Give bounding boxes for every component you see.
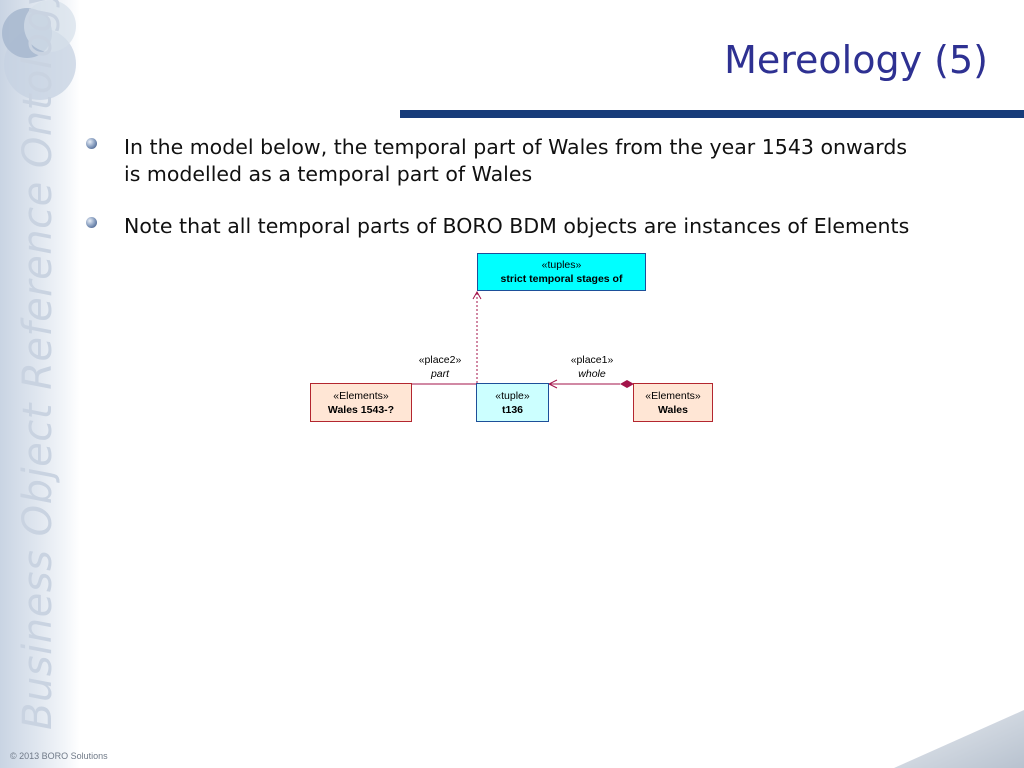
box-name: Wales 1543-? — [327, 404, 395, 416]
bullet-item: In the model below, the temporal part of… — [86, 134, 916, 188]
copyright-footer: © 2013 BORO Solutions — [10, 751, 108, 761]
bullet-icon — [86, 217, 97, 228]
stereotype-label: «tuple» — [495, 390, 530, 402]
wales-element-box: «Elements» Wales — [633, 383, 713, 422]
tuples-strict-temporal-stages-box: «tuples» strict temporal stages of — [477, 253, 646, 291]
stereotype-label: «Elements» — [333, 390, 389, 402]
composition-diamond — [620, 380, 634, 388]
bullet-text: In the model below, the temporal part of… — [124, 135, 908, 186]
bullet-text: Note that all temporal parts of BORO BDM… — [124, 214, 910, 238]
bullet-list: In the model below, the temporal part of… — [86, 134, 916, 265]
stereotype-label: «tuples» — [541, 259, 582, 271]
role-name: part — [430, 368, 450, 380]
slide-title: Mereology (5) — [724, 38, 988, 82]
t136-tuple-box: «tuple» t136 — [476, 383, 549, 422]
bullet-item: Note that all temporal parts of BORO BDM… — [86, 213, 916, 240]
wales-1543-element-box: «Elements» Wales 1543-? — [310, 383, 412, 422]
association-arrowhead — [547, 379, 558, 389]
role-name: whole — [578, 368, 606, 380]
dependency-arrowhead — [472, 290, 482, 300]
stereotype-label: «place1» — [570, 354, 614, 366]
stereotype-label: «place2» — [418, 354, 462, 366]
bullet-icon — [86, 138, 97, 149]
place1-role-label: «place1» whole — [560, 353, 624, 381]
stereotype-label: «Elements» — [645, 390, 701, 402]
box-name: Wales — [658, 404, 688, 416]
box-name: strict temporal stages of — [500, 273, 623, 285]
place2-role-label: «place2» part — [408, 353, 472, 381]
decorative-circle — [24, 0, 76, 52]
box-name: t136 — [501, 404, 523, 416]
left-decorative-band: Business Object Reference Ontology — [0, 0, 80, 768]
title-underline-bar — [400, 110, 1024, 118]
